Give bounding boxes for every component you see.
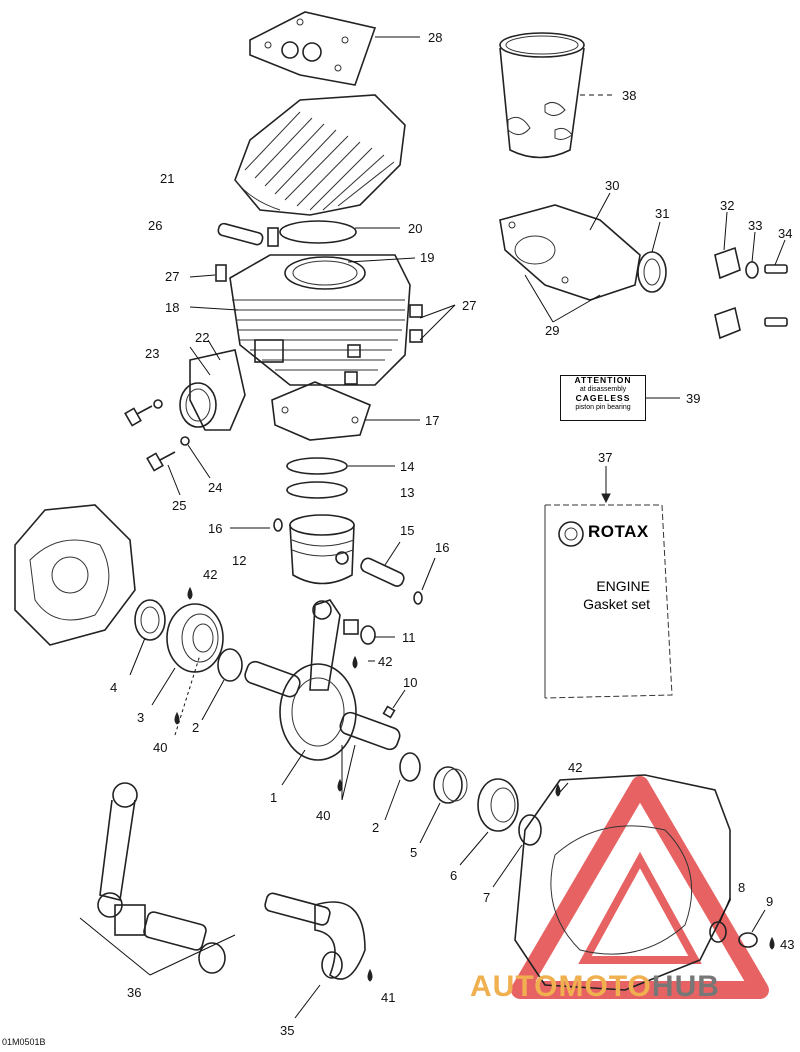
part-26-studs [215, 222, 279, 282]
label-3: 3 [137, 710, 144, 725]
label-16a: 16 [208, 521, 222, 536]
label-22: 22 [195, 330, 209, 345]
part-7-seal [518, 814, 542, 846]
label-29: 29 [545, 323, 559, 338]
part-17-base-gasket [271, 381, 371, 441]
label-31: 31 [655, 206, 669, 221]
part-38-sleeve [499, 32, 585, 159]
label-10: 10 [403, 675, 417, 690]
grease-drop-icon [174, 586, 775, 982]
label-2a: 2 [192, 720, 199, 735]
label-37: 37 [598, 450, 612, 465]
part-25-screws [124, 399, 190, 472]
watermark-part2: HUB [651, 970, 720, 1003]
part-2-ring-left [217, 648, 243, 682]
label-8: 8 [738, 880, 745, 895]
attention-note: piston pin bearing [575, 404, 631, 411]
part-28-gasket [249, 11, 377, 86]
part-5-gear [433, 766, 468, 804]
attention-title: ATTENTION [574, 375, 632, 385]
part-15-piston [273, 514, 423, 605]
part-20-oring [279, 220, 357, 244]
part-11-needle-bearing [343, 619, 396, 719]
part-18-cylinder [229, 254, 423, 386]
label-6: 6 [450, 868, 457, 883]
label-27b: 27 [462, 298, 476, 313]
label-1: 1 [270, 790, 277, 805]
label-20: 20 [408, 221, 422, 236]
label-40a: 40 [153, 740, 167, 755]
label-34: 34 [778, 226, 792, 241]
part-3-bearing [166, 603, 224, 673]
label-15: 15 [400, 523, 414, 538]
part-14-13-piston-rings [286, 457, 348, 499]
label-5: 5 [410, 845, 417, 860]
part-9-plug [738, 932, 758, 948]
label-36: 36 [127, 985, 141, 1000]
part-21-cylinder-head [234, 94, 406, 216]
part-39-attention-label: ATTENTION at disassembly CAGELESS piston… [560, 375, 646, 421]
label-42a: 42 [203, 567, 217, 582]
part-36-conrod-assembly [97, 782, 226, 974]
figure-code: 01M0501B [2, 1037, 46, 1047]
manual-title-line2: Gasket set [583, 596, 650, 612]
label-7: 7 [483, 890, 490, 905]
part-12-crankcase-left [14, 504, 136, 646]
part-number-labels: 28 38 21 26 20 19 27 18 27 22 23 17 14 2… [110, 30, 794, 1038]
manual-brand: ROTAX [588, 522, 649, 541]
part-37-manual-booklet [544, 504, 673, 699]
label-25: 25 [172, 498, 186, 513]
label-24: 24 [208, 480, 222, 495]
label-23: 23 [145, 346, 159, 361]
part-22-exhaust-socket [179, 349, 246, 431]
watermark-triangle-logo [511, 776, 769, 999]
label-33: 33 [748, 218, 762, 233]
attention-subtitle: at disassembly [579, 386, 627, 393]
label-42b: 42 [378, 654, 392, 669]
label-43: 43 [780, 937, 794, 952]
attention-cageless: CAGELESS [575, 393, 631, 403]
label-21: 21 [160, 171, 174, 186]
label-12: 12 [232, 553, 246, 568]
part-35-crank-half [264, 892, 366, 980]
watermark-part1: AUTOMOTO [470, 970, 652, 1003]
label-16b: 16 [435, 540, 449, 555]
label-13: 13 [400, 485, 414, 500]
label-17: 17 [425, 413, 439, 428]
label-11: 11 [402, 630, 416, 645]
part-4-seal [134, 599, 166, 641]
manual-title-line1: ENGINE [596, 578, 650, 594]
part-6-bearing [477, 778, 519, 832]
label-41: 41 [381, 990, 395, 1005]
label-26: 26 [148, 218, 162, 233]
label-35: 35 [280, 1023, 294, 1038]
label-30: 30 [605, 178, 619, 193]
label-27a: 27 [165, 269, 179, 284]
label-9: 9 [766, 894, 773, 909]
part-2-ring-right [399, 752, 421, 782]
part-33-washer [745, 261, 759, 279]
leader-lines [79, 36, 786, 1019]
part-34-bolts [764, 264, 788, 327]
part-31-flange-sleeve [637, 251, 667, 293]
label-32: 32 [720, 198, 734, 213]
label-40b: 40 [316, 808, 330, 823]
label-38: 38 [622, 88, 636, 103]
part-32-clamp [714, 246, 741, 340]
label-18: 18 [165, 300, 179, 315]
part-1-crankshaft [244, 599, 401, 761]
watermark-text: AUTOMOTOHUB [470, 970, 720, 1004]
label-39: 39 [686, 391, 700, 406]
crankcase-right-half [514, 774, 731, 991]
label-2b: 2 [372, 820, 379, 835]
label-4: 4 [110, 680, 117, 695]
label-42c: 42 [568, 760, 582, 775]
part-8-washer [709, 921, 727, 943]
label-14: 14 [400, 459, 414, 474]
label-19: 19 [420, 250, 434, 265]
part-30-intake-manifold [499, 204, 641, 301]
label-28: 28 [428, 30, 442, 45]
